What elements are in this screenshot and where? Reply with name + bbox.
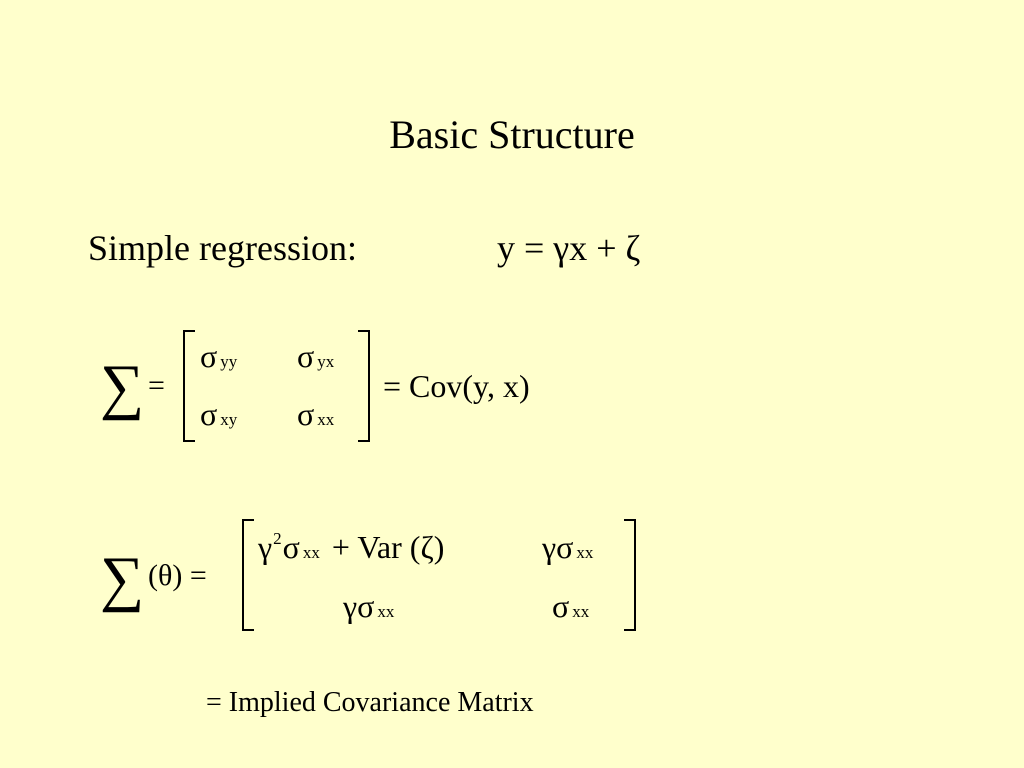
covariance-rhs: = Cov(y, x) [383, 368, 530, 404]
theta-argument: (θ) = [148, 559, 207, 592]
equals-sign: = [148, 369, 165, 402]
left-bracket [242, 519, 254, 631]
regression-label: Simple regression: [88, 228, 357, 268]
left-bracket [183, 330, 195, 442]
slide-title: Basic Structure [389, 112, 635, 157]
right-bracket [358, 330, 370, 442]
summation-symbol: ∑ [100, 353, 145, 421]
summation-symbol: ∑ [100, 545, 145, 613]
regression-equation: y = γx + ζ [497, 228, 641, 268]
right-bracket [624, 519, 636, 631]
implied-covariance-caption: = Implied Covariance Matrix [206, 687, 534, 718]
